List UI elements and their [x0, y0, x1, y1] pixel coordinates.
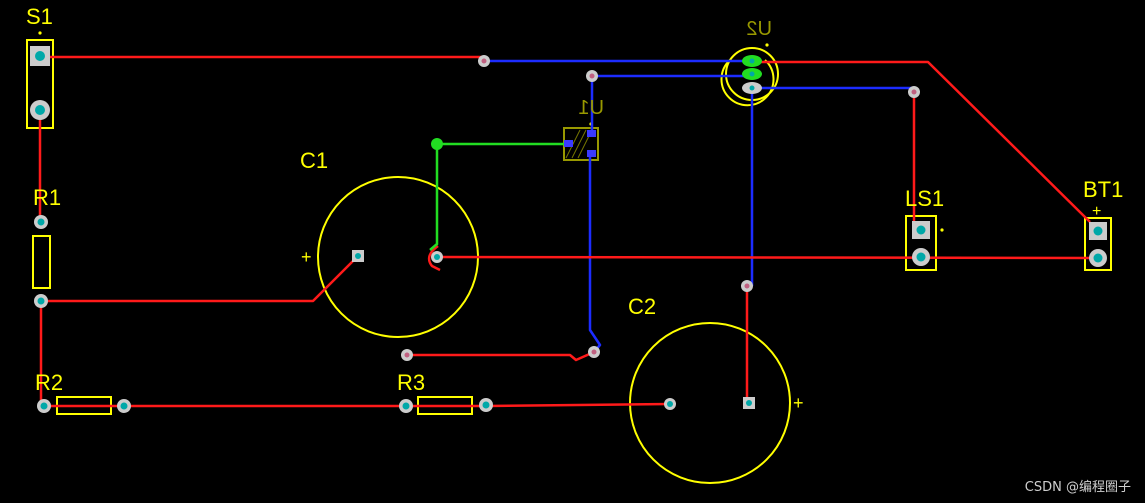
c2-plus-mark: +	[793, 393, 804, 413]
label-r2: R2	[35, 370, 63, 395]
via-hole	[591, 349, 597, 355]
u1-pad-3	[564, 140, 573, 147]
via-hole	[589, 73, 595, 79]
label-r3: R3	[397, 370, 425, 395]
watermark: CSDN @编程圈子	[1024, 480, 1131, 495]
via-hole	[744, 283, 750, 289]
u2-pad-2-hole	[749, 71, 755, 77]
label-bt1: BT1	[1083, 177, 1123, 202]
trace-top	[756, 60, 1091, 223]
label-s1: S1	[26, 4, 53, 29]
u2-pad-1-hole	[749, 58, 755, 64]
r1-body	[32, 235, 51, 289]
designator-labels: S1 R1 R2 R3 C1 C2 LS1 BT1 + + +	[26, 4, 1123, 413]
via-hole	[404, 352, 410, 358]
ls1-pad-1-hole	[916, 225, 926, 235]
r3-pad-2-hole	[482, 401, 490, 409]
r3-pad-1-hole	[402, 402, 410, 410]
bt1-pad-1-hole	[1093, 226, 1103, 236]
label-u1-mirrored: U1	[578, 97, 604, 119]
trace-highlight	[429, 144, 439, 251]
trace-top-arc	[427, 244, 441, 272]
pads-layer	[30, 46, 1107, 413]
r2-pad-2-hole	[120, 402, 128, 410]
mirrored-labels: U1 U2	[578, 18, 772, 119]
u1-pad-2	[587, 150, 596, 157]
c2-pad-1-hole	[667, 401, 673, 407]
ls1-pin1-dot	[940, 228, 944, 232]
c1-plus-mark: +	[301, 247, 312, 267]
u2-pin1-dot	[765, 43, 769, 47]
c1-pad-2-hole	[434, 254, 440, 260]
u1-hatch-line	[571, 129, 587, 159]
u1-pad-1	[587, 130, 596, 137]
bt1-outline	[1084, 217, 1112, 271]
label-ls1: LS1	[905, 186, 944, 211]
ls1-pad-2-hole	[916, 252, 926, 262]
label-c2: C2	[628, 294, 656, 319]
trace-top	[407, 350, 595, 362]
r2-pad-1-hole	[40, 402, 48, 410]
r1-pad-1-hole	[37, 218, 45, 226]
label-r1: R1	[33, 185, 61, 210]
via-hole	[481, 58, 487, 64]
r1-pad-2-hole	[37, 297, 45, 305]
c2-outline	[629, 322, 791, 484]
bt1-pad-2-hole	[1093, 253, 1103, 263]
s1-pad-2-hole	[35, 105, 45, 115]
label-c1: C1	[300, 148, 328, 173]
s1-pad-1-hole	[35, 51, 45, 61]
label-u2-mirrored: U2	[746, 18, 772, 40]
u2-pad-3-hole	[749, 85, 755, 91]
c2-pad-2-hole	[746, 400, 752, 406]
s1-pin1-dot	[38, 31, 42, 35]
trace-top	[41, 255, 359, 303]
via-hole	[911, 89, 917, 95]
trace-top	[436, 255, 1099, 260]
highlighted-net	[429, 142, 565, 251]
c1-pad-1-hole	[355, 253, 361, 259]
bt1-plus-mark: +	[1092, 203, 1101, 220]
highlight-via	[431, 138, 443, 150]
ls1-outline	[905, 215, 937, 271]
